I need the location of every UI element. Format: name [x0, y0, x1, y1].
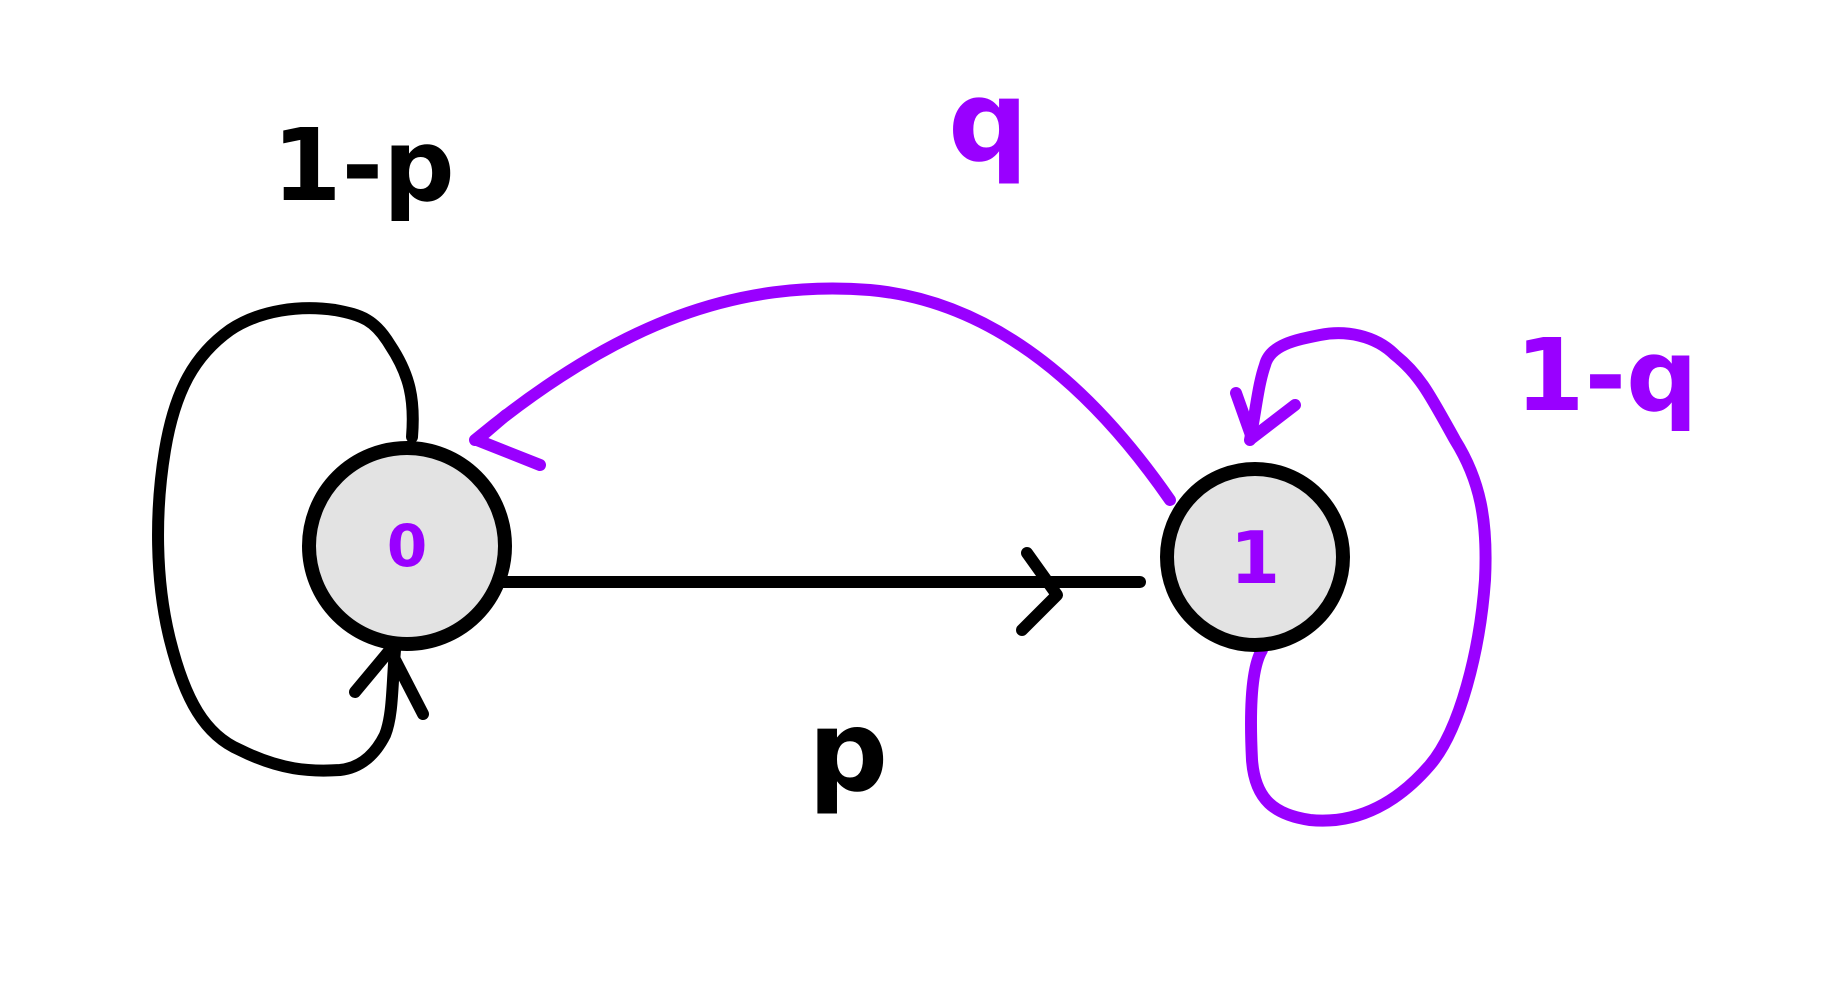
state-1-circle: [1160, 462, 1350, 652]
transition-label-0-to-0: 1-p: [272, 107, 455, 224]
self-loop-arrowhead-state-1: [1230, 387, 1301, 444]
self-loop-arrow-state-0: [152, 302, 419, 777]
transition-label-1-to-0: q: [948, 57, 1028, 187]
transition-label-1-to-1: 1-q: [1515, 317, 1698, 434]
self-loop-arrow-state-1: [1244, 327, 1492, 827]
state-0: 0: [302, 441, 512, 651]
transition-arrowhead-0-to-1: [1016, 547, 1063, 636]
transition-label-0-to-1: p: [808, 687, 888, 817]
transition-arrowhead-1-to-0: [471, 409, 546, 471]
state-0-label: 0: [387, 512, 427, 580]
transition-arrow-1-to-0: [469, 282, 1176, 506]
self-loop-arrowhead-state-0: [349, 644, 429, 720]
state-0-circle: [302, 441, 512, 651]
state-1: 1: [1160, 462, 1350, 652]
state-1-label: 1: [1230, 516, 1280, 600]
